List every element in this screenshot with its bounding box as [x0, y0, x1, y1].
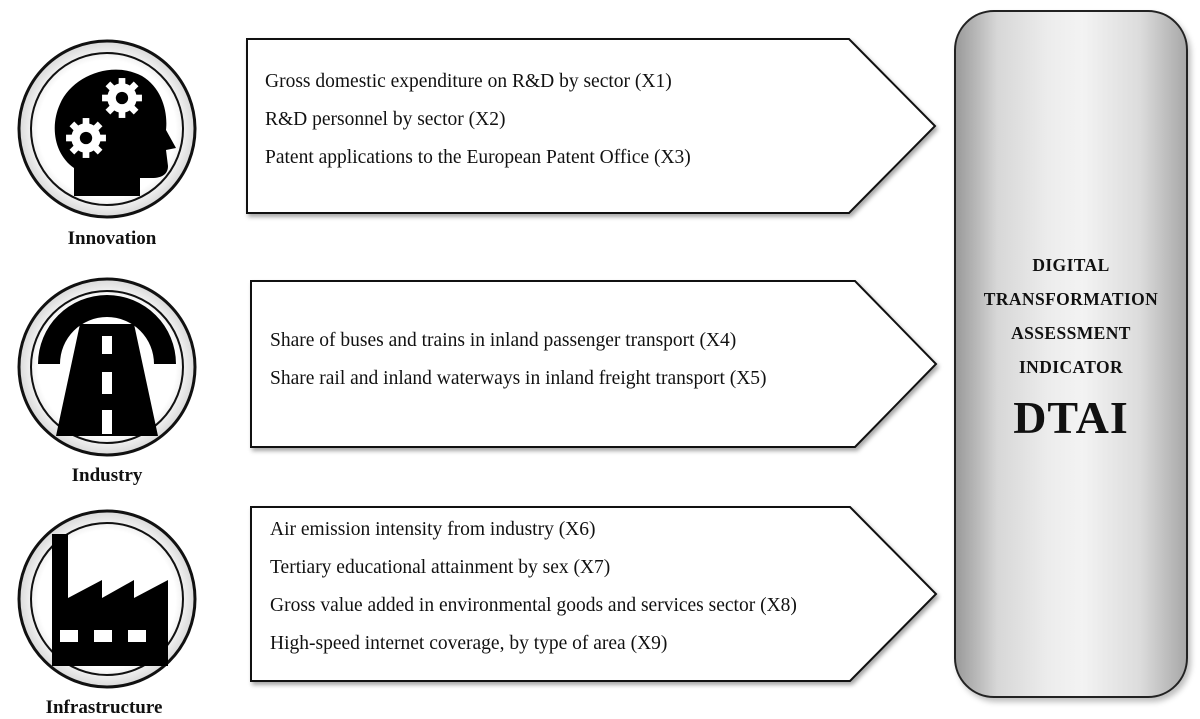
indicator-x5: Share rail and inland waterways in inlan…: [270, 368, 767, 389]
infrastructure-icon-circle: [16, 508, 198, 690]
dtai-title-line-2: TRANSFORMATION: [983, 289, 1159, 309]
head-gears-icon: [17, 39, 197, 219]
indicator-x6: Air emission intensity from industry (X6…: [270, 519, 596, 540]
indicator-x3: Patent applications to the European Pate…: [265, 147, 691, 168]
arrow-shape: [250, 506, 938, 682]
dtai-acronym: DTAI: [1013, 392, 1129, 443]
category-label-innovation: Innovation: [67, 228, 157, 249]
infrastructure-indicators-arrow: Air emission intensity from industry (X6…: [250, 506, 940, 682]
industry-icon-circle: [16, 276, 198, 458]
dtai-title-line-1: DIGITAL: [1032, 255, 1110, 275]
factory-icon: [17, 509, 197, 689]
road-icon: [17, 277, 197, 457]
indicator-x8: Gross value added in environmental goods…: [270, 595, 797, 616]
indicator-x7: Tertiary educational attainment by sex (…: [270, 557, 611, 578]
category-label-infrastructure: Infrastructure: [45, 697, 163, 718]
indicator-x2: R&D personnel by sector (X2): [265, 109, 506, 130]
category-label-industry: Industry: [71, 465, 143, 486]
innovation-icon-circle: [16, 38, 198, 220]
innovation-indicators-arrow: Gross domestic expenditure on R&D by sec…: [246, 38, 940, 214]
indicator-x1: Gross domestic expenditure on R&D by sec…: [265, 71, 672, 92]
arrow-shape: [246, 38, 937, 214]
dtai-title: DIGITAL TRANSFORMATION ASSESSMENT INDICA…: [956, 248, 1186, 450]
dtai-title-line-3: ASSESSMENT: [1011, 323, 1131, 343]
indicator-x9: High-speed internet coverage, by type of…: [270, 633, 668, 654]
industry-indicators-arrow: Share of buses and trains in inland pass…: [250, 280, 940, 448]
dtai-result-box: DIGITAL TRANSFORMATION ASSESSMENT INDICA…: [954, 10, 1188, 698]
indicator-x4: Share of buses and trains in inland pass…: [270, 330, 737, 351]
dtai-title-line-4: INDICATOR: [1018, 357, 1124, 377]
arrow-shape: [250, 280, 938, 448]
